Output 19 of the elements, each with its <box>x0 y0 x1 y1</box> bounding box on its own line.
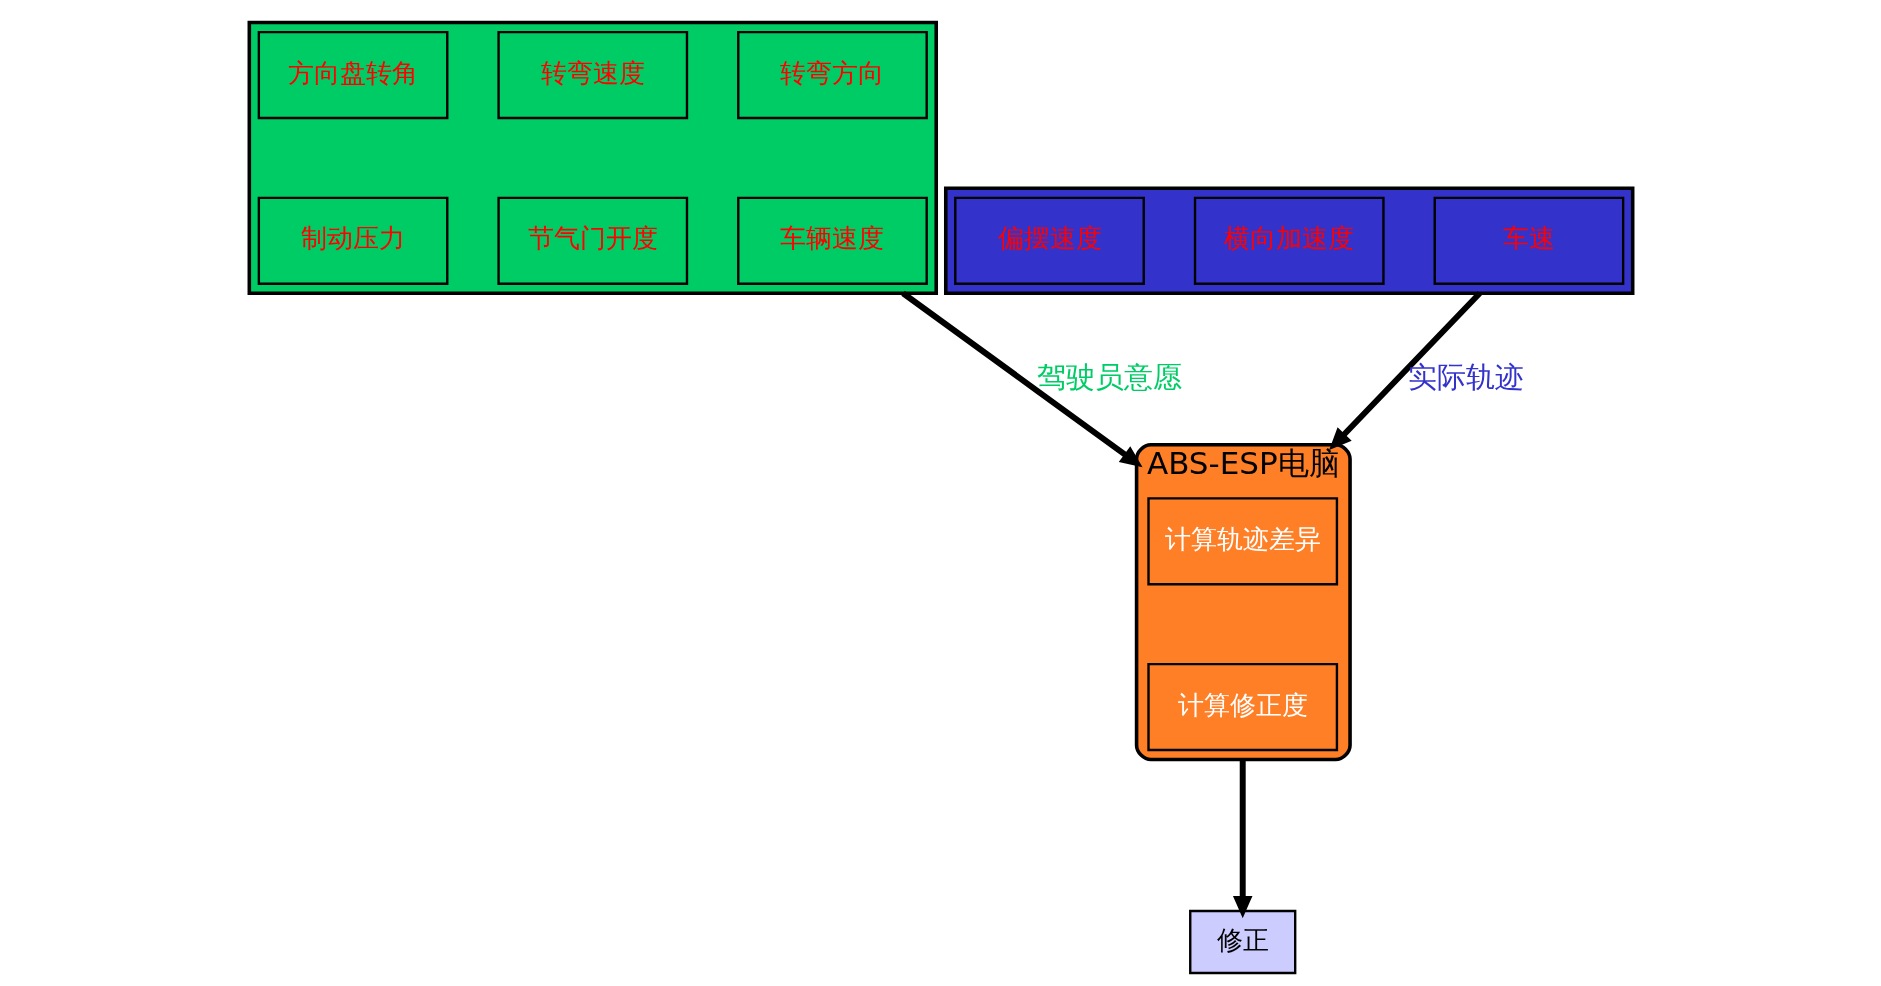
arrow <box>900 290 1143 468</box>
node-box: 偏摆速度 <box>953 196 1145 285</box>
node-box: 横向加速度 <box>1193 196 1385 285</box>
node-box: 车辆速度 <box>736 196 928 285</box>
edge-label: 实际轨迹 <box>1407 359 1524 394</box>
cluster <box>247 20 938 296</box>
node-box: 节气门开度 <box>496 196 688 285</box>
node-box: 制动压力 <box>257 196 448 285</box>
node-box: 修正 <box>1188 909 1296 975</box>
edge-label: 驾驶员意愿 <box>1036 359 1182 394</box>
arrow <box>1328 291 1482 451</box>
node-box: 方向盘转角 <box>257 30 448 120</box>
cluster <box>943 186 1634 296</box>
arrow <box>1232 759 1252 919</box>
node-box: 计算轨迹差异 <box>1146 497 1338 586</box>
node-box: 转弯方向 <box>736 30 928 120</box>
node-box: 转弯速度 <box>496 30 688 120</box>
node-box: 计算修正度 <box>1146 662 1338 752</box>
node-box: 车速 <box>1433 196 1624 285</box>
